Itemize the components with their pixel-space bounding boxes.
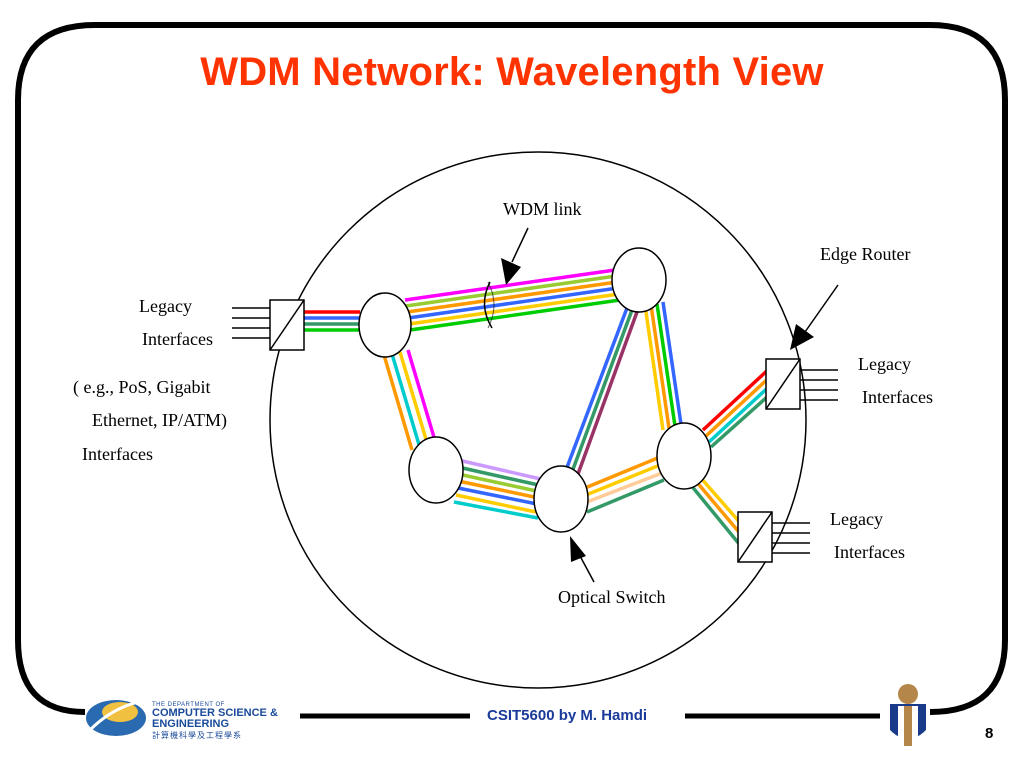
- wdm-link-bracket-right: [487, 281, 495, 329]
- label-example-line2: Ethernet, IP/ATM): [92, 410, 227, 430]
- wdm-link-s1-s3: [382, 349, 438, 451]
- edge-router-left: [232, 299, 305, 351]
- wdm-link-s5-router: [701, 366, 778, 449]
- label-edge-router: Edge Router: [820, 244, 911, 264]
- optical-switch-arrow: [570, 536, 595, 583]
- label-legacy-right-bottom-line2: Interfaces: [834, 542, 905, 562]
- edge-router-right-bottom: [737, 511, 810, 563]
- dept-line3: ENGINEERING: [152, 718, 230, 730]
- wdm-link-s2-s4: [564, 307, 639, 475]
- hkust-logo: [890, 684, 926, 746]
- optical-switch-4: [533, 465, 589, 533]
- network-boundary-circle: [269, 151, 807, 689]
- wdm-link-s4-s5: [584, 455, 665, 514]
- dept-line1: THE DEPARTMENT OF: [152, 702, 225, 708]
- slide-title: WDM Network: Wavelength View: [200, 50, 824, 94]
- page-number: 8: [985, 725, 994, 742]
- wdm-link-s1-s2: [404, 268, 621, 332]
- dept-line4: 計算機科學及工程學系: [152, 731, 242, 740]
- label-legacy-right-top-line1: Legacy: [858, 354, 911, 374]
- edge-router-arrow: [790, 284, 839, 350]
- label-example-line1: ( e.g., PoS, Gigabit: [73, 377, 211, 397]
- label-legacy-left-line1: Legacy: [139, 296, 192, 316]
- dept-line2: COMPUTER SCIENCE &: [152, 707, 278, 719]
- optical-switch-3: [408, 436, 464, 504]
- wdm-link-s3-s4: [453, 458, 546, 520]
- wdm-link-s2-s5: [643, 301, 683, 431]
- label-legacy-right-bottom-line1: Legacy: [830, 509, 883, 529]
- department-logo-text: THE DEPARTMENT OF COMPUTER SCIENCE & ENG…: [152, 702, 278, 741]
- label-legacy-left-line2: Interfaces: [142, 329, 213, 349]
- edge-router-right-top: [765, 358, 838, 410]
- label-legacy-right-top-line2: Interfaces: [862, 387, 933, 407]
- label-optical-switch: Optical Switch: [558, 587, 666, 607]
- optical-switch-2: [611, 247, 667, 313]
- optical-switch-5: [656, 422, 712, 490]
- optical-switch-1: [358, 292, 412, 358]
- footer-text: CSIT5600 by M. Hamdi: [487, 707, 648, 724]
- wdm-link-left-s1: [302, 310, 360, 332]
- label-wdm-link: WDM link: [503, 199, 582, 219]
- wdm-link-arrow: [501, 227, 529, 285]
- slide-border: [15, 22, 1008, 715]
- cse-logo-emblem: [86, 698, 149, 736]
- label-example-line3: Interfaces: [82, 444, 153, 464]
